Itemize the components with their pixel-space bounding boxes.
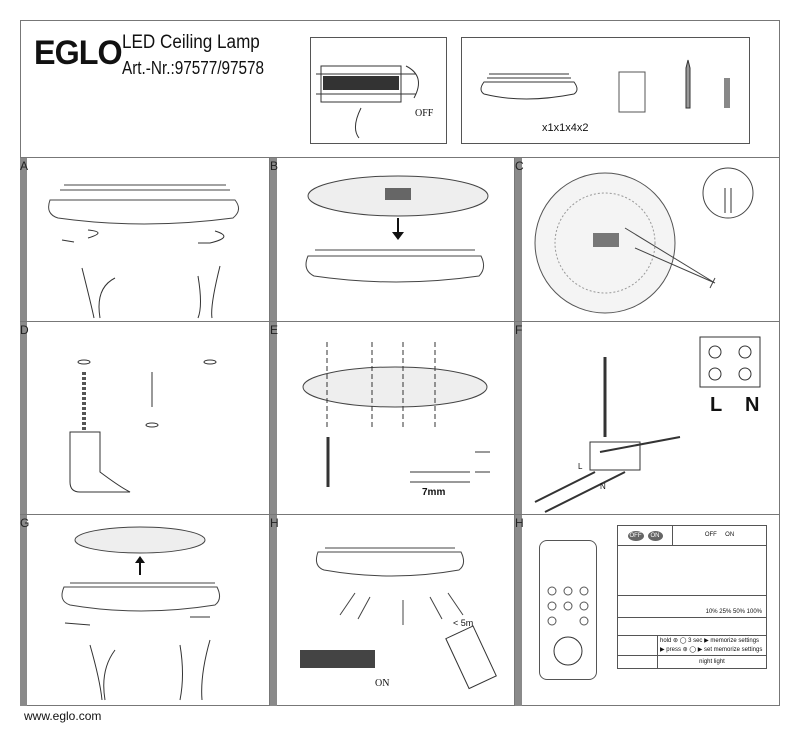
header: EGLO LED Ceiling Lamp Art.-Nr.:97577/975… <box>20 20 780 158</box>
night-light-text: night light <box>699 659 725 665</box>
remote-function-table: OFF ON OFF ON 10% 25% 50% 100% hold ⊛ ◯ … <box>617 525 767 669</box>
step-label: F <box>515 323 523 337</box>
step-label: H <box>515 516 524 530</box>
brand-logo: EGLO <box>34 34 123 72</box>
step-label: A <box>20 159 29 173</box>
wire-n-label: N <box>600 482 606 491</box>
remote-range-label: < 5m <box>453 618 474 628</box>
panel-stripe <box>20 515 27 706</box>
website-link[interactable]: www.eglo.com <box>24 709 102 723</box>
panel-stripe <box>515 515 522 706</box>
memorize-press-text: ▶ press ⊛ ◯ ▶ set memorize settings <box>660 647 763 653</box>
panel-stripe <box>270 158 277 321</box>
product-title: LED Ceiling Lamp <box>122 32 260 53</box>
step-label: D <box>20 323 29 337</box>
neutral-label: N <box>745 394 760 416</box>
brightness-levels: 10% 25% 50% 100% <box>705 609 762 615</box>
panel-stripe <box>270 515 277 706</box>
parts-quantities: x1x1x4x2 <box>542 122 589 134</box>
on-button-icon: ON <box>647 530 663 541</box>
on-label: ON <box>375 678 390 689</box>
wire-l-label: L <box>578 462 583 471</box>
remote-function-panel: H OFF ON OFF ON 10% 25% 50% 100% hold ⊛ … <box>515 515 780 706</box>
step-label: B <box>270 159 279 173</box>
step-a-panel: A <box>20 158 270 322</box>
off-label: OFF <box>415 108 434 119</box>
off-button-icon: OFF <box>627 530 644 541</box>
step-g-panel: G <box>20 515 270 706</box>
step-label: G <box>20 516 30 530</box>
step-h-panel: H ON < 5m <box>270 515 515 706</box>
step-e-panel: E 7mm <box>270 322 515 515</box>
panel-stripe <box>270 322 277 514</box>
step-label: H <box>270 516 279 530</box>
strip-length-label: 7mm <box>422 487 446 498</box>
remote-control-illustration <box>539 540 597 680</box>
parts-box: x1x1x4x2 <box>461 37 750 144</box>
power-off-illustration: OFF <box>310 37 447 144</box>
memorize-hold-text: hold ⊛ ◯ 3 sec ▶ memorize settings <box>660 638 760 644</box>
panel-stripe <box>20 158 27 321</box>
step-d-panel: D <box>20 322 270 515</box>
step-f-panel: F L N L N <box>515 322 780 515</box>
article-number: Art.-Nr.:97577/97578 <box>122 58 265 78</box>
step-c-panel: C <box>515 158 780 322</box>
step-label: C <box>515 159 524 173</box>
live-label: L <box>710 394 723 416</box>
step-label: E <box>270 323 279 337</box>
panel-stripe <box>515 158 522 321</box>
panel-stripe <box>515 322 522 514</box>
off-on-caption: OFF ON <box>704 532 735 538</box>
step-b-panel: B <box>270 158 515 322</box>
panel-stripe <box>20 322 27 514</box>
